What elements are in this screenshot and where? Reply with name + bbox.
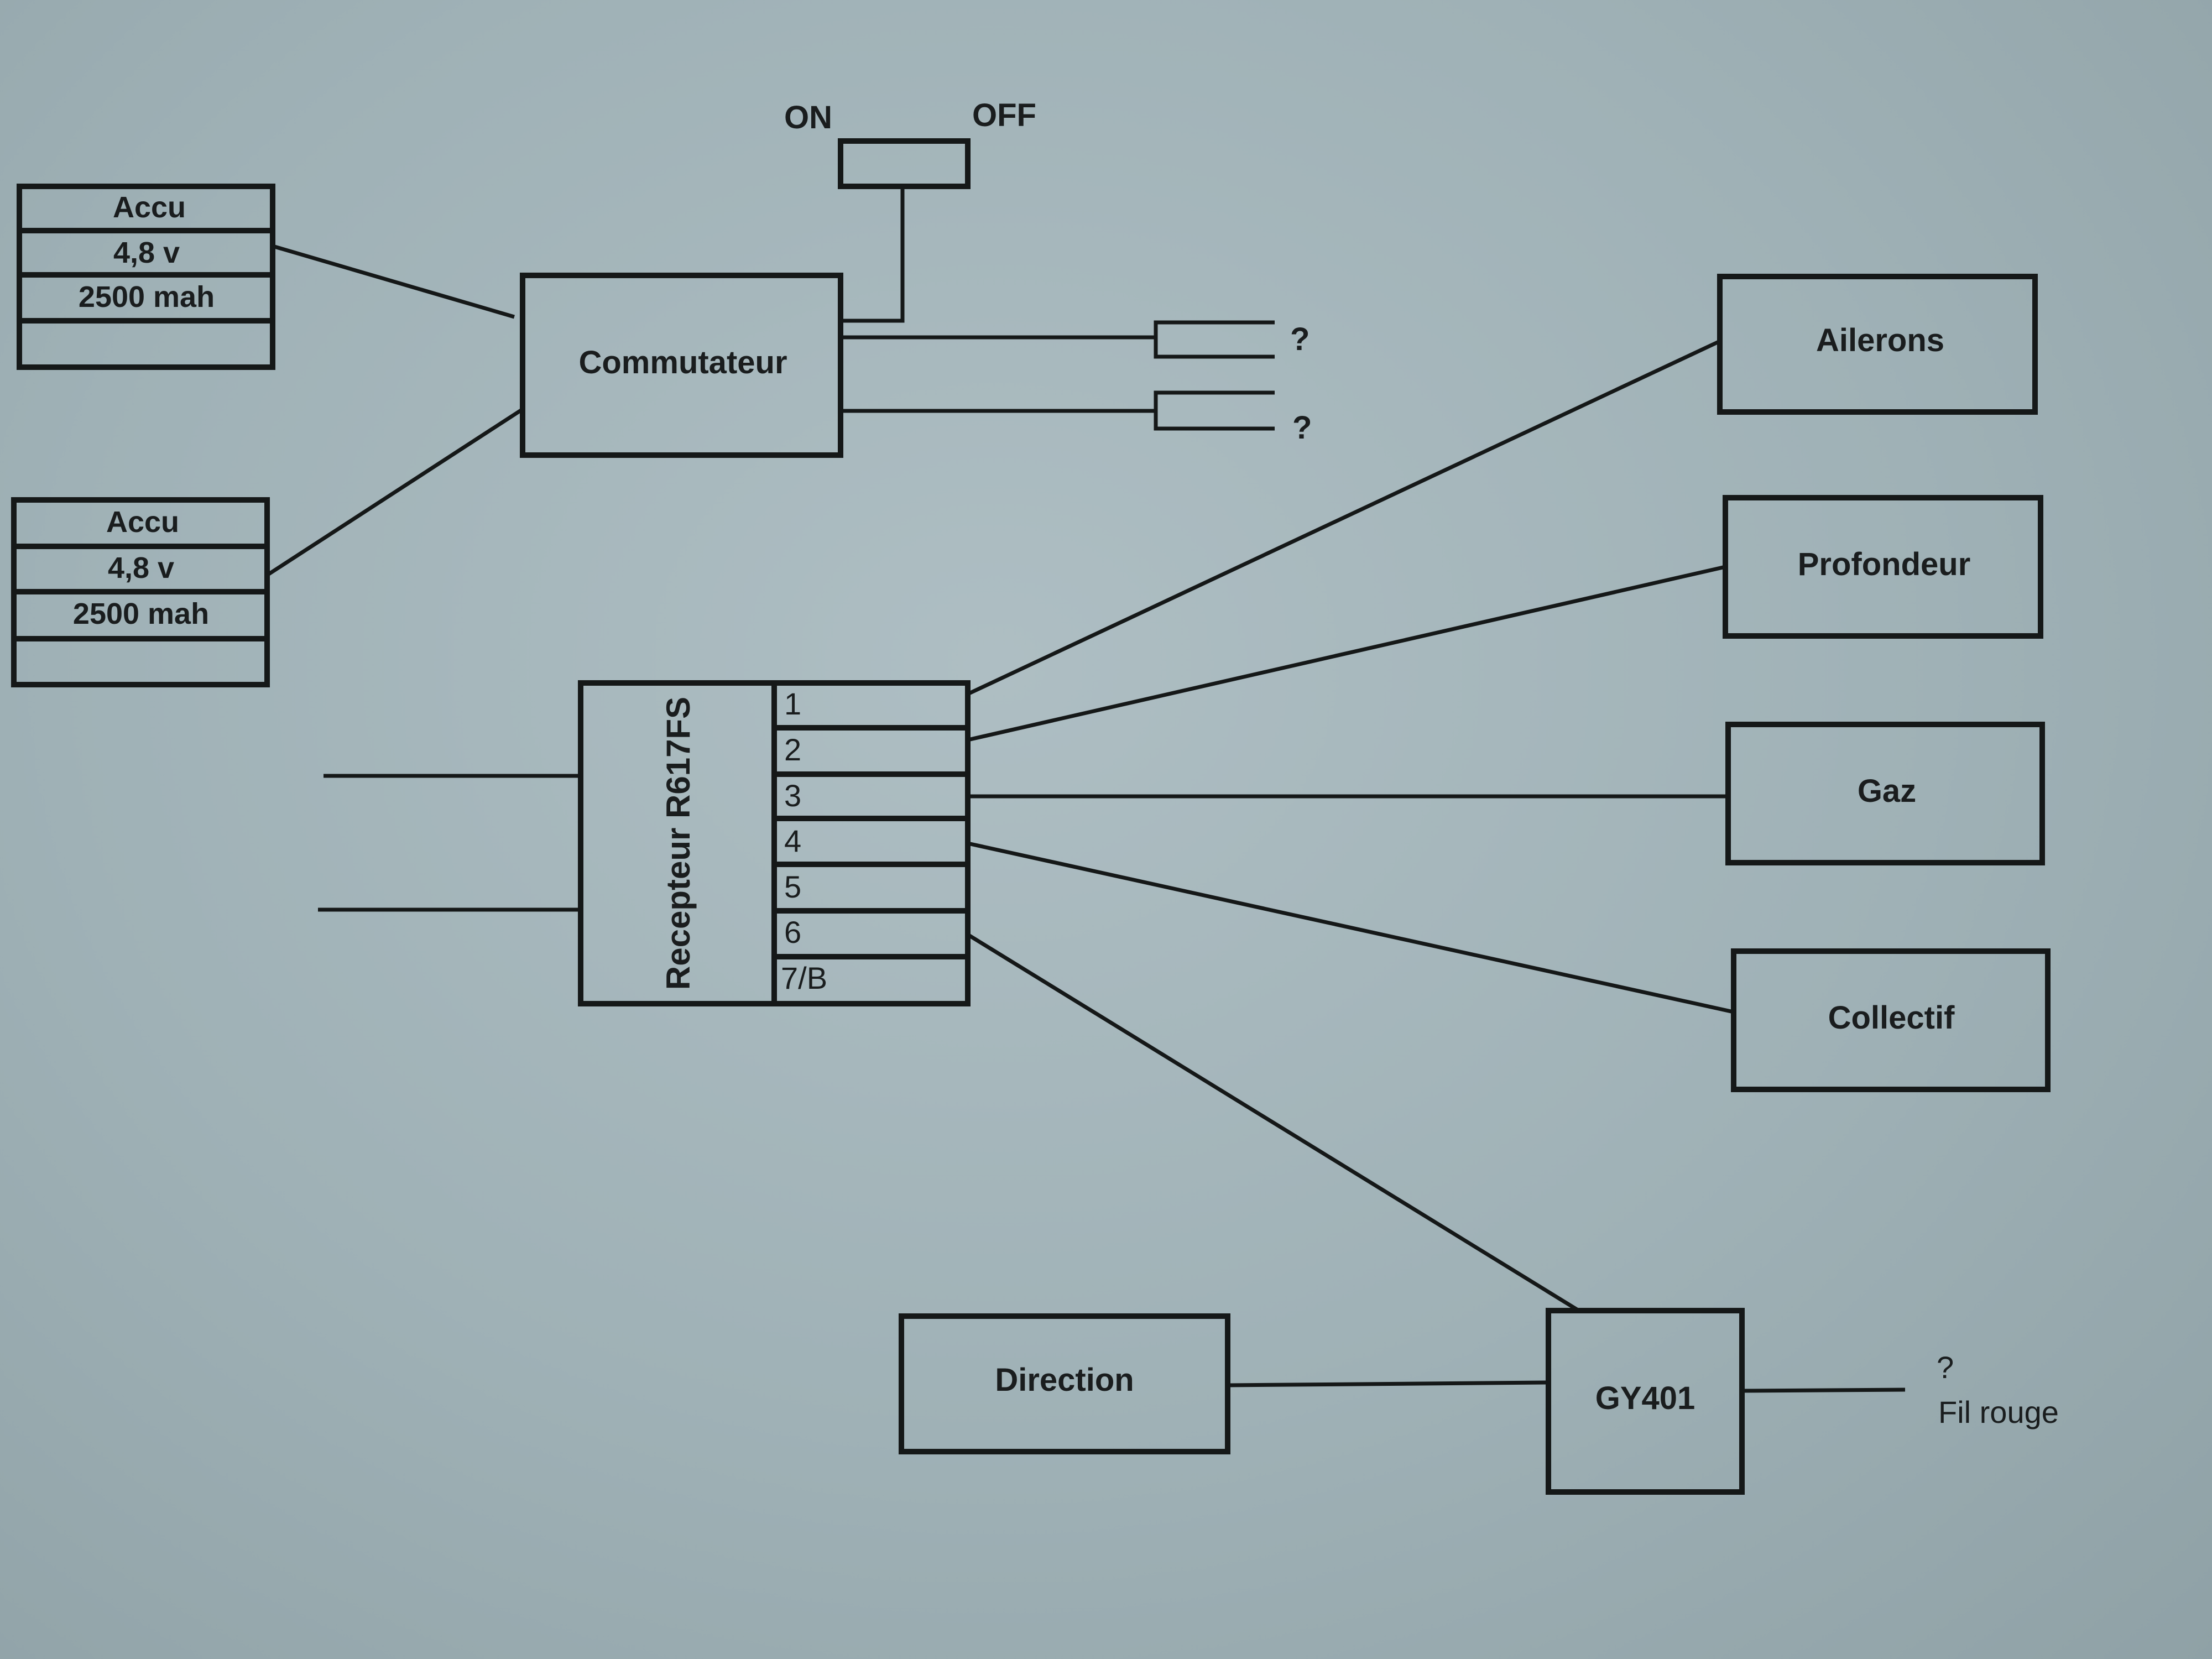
commutateur-label: Commutateur: [578, 345, 787, 380]
battery-top-row-2: 4,8 v: [113, 236, 180, 269]
wire-ch2-profondeur: [967, 565, 1726, 742]
channel-7b: 7/B: [781, 961, 827, 995]
wire-ch6-gyro: [967, 933, 1580, 1312]
battery-bottom-row-1: Accu: [106, 505, 179, 539]
battery-bottom: Accu 4,8 v 2500 mah: [11, 497, 270, 687]
switch-on-label: ON: [784, 100, 832, 135]
wire-ch4-collectif: [967, 841, 1734, 1014]
receiver: Recepteur R617FS 1 2 3 4 5 6 7/B: [578, 680, 971, 1006]
gyro-output-note: Fil rouge: [1938, 1395, 2059, 1430]
ailerons-box: [1717, 274, 2038, 415]
channel-1: 1: [784, 686, 801, 721]
switch-wire: [841, 186, 905, 323]
channel-4: 4: [784, 823, 801, 858]
output-2-question: ?: [1292, 410, 1312, 446]
gyro-box: [1546, 1308, 1745, 1495]
receiver-label: Recepteur R617FS: [660, 697, 697, 990]
wire-gyro-output: [1741, 1387, 1906, 1393]
channel-3: 3: [784, 778, 801, 813]
collectif-label: Collectif: [1828, 1000, 1955, 1036]
gaz-label: Gaz: [1858, 773, 1916, 809]
commutateur-box: [520, 273, 843, 458]
commutateur-output-2: ?: [841, 390, 1312, 446]
ailerons-label: Ailerons: [1816, 322, 1944, 358]
wire-ch1-ailerons: [967, 339, 1721, 696]
battery-bottom-row-2: 4,8 v: [108, 551, 174, 585]
battery-top: Accu 4,8 v 2500 mah: [17, 184, 275, 370]
battery-top-row-3: 2500 mah: [79, 280, 215, 314]
battery-top-row-1: Accu: [113, 191, 186, 224]
channel-6: 6: [784, 915, 801, 950]
collectif-box: [1731, 948, 2051, 1092]
battery-bottom-wire: [266, 408, 524, 577]
battery-top-wire: [272, 244, 515, 319]
output-1-question: ?: [1290, 321, 1310, 357]
channel-2: 2: [784, 732, 801, 767]
gyro-output-question: ?: [1937, 1350, 1954, 1385]
channel-5: 5: [784, 869, 801, 904]
profondeur-label: Profondeur: [1798, 546, 1971, 582]
wire-direction-gyro: [1227, 1380, 1549, 1387]
gyro-label: GY401: [1595, 1380, 1695, 1416]
gaz-box: [1725, 722, 2045, 865]
switch-box: [838, 138, 971, 189]
commutateur-output-1: ?: [841, 320, 1310, 359]
battery-bottom-row-3: 2500 mah: [73, 597, 209, 630]
switch-off-label: OFF: [972, 97, 1036, 133]
direction-label: Direction: [995, 1362, 1134, 1398]
